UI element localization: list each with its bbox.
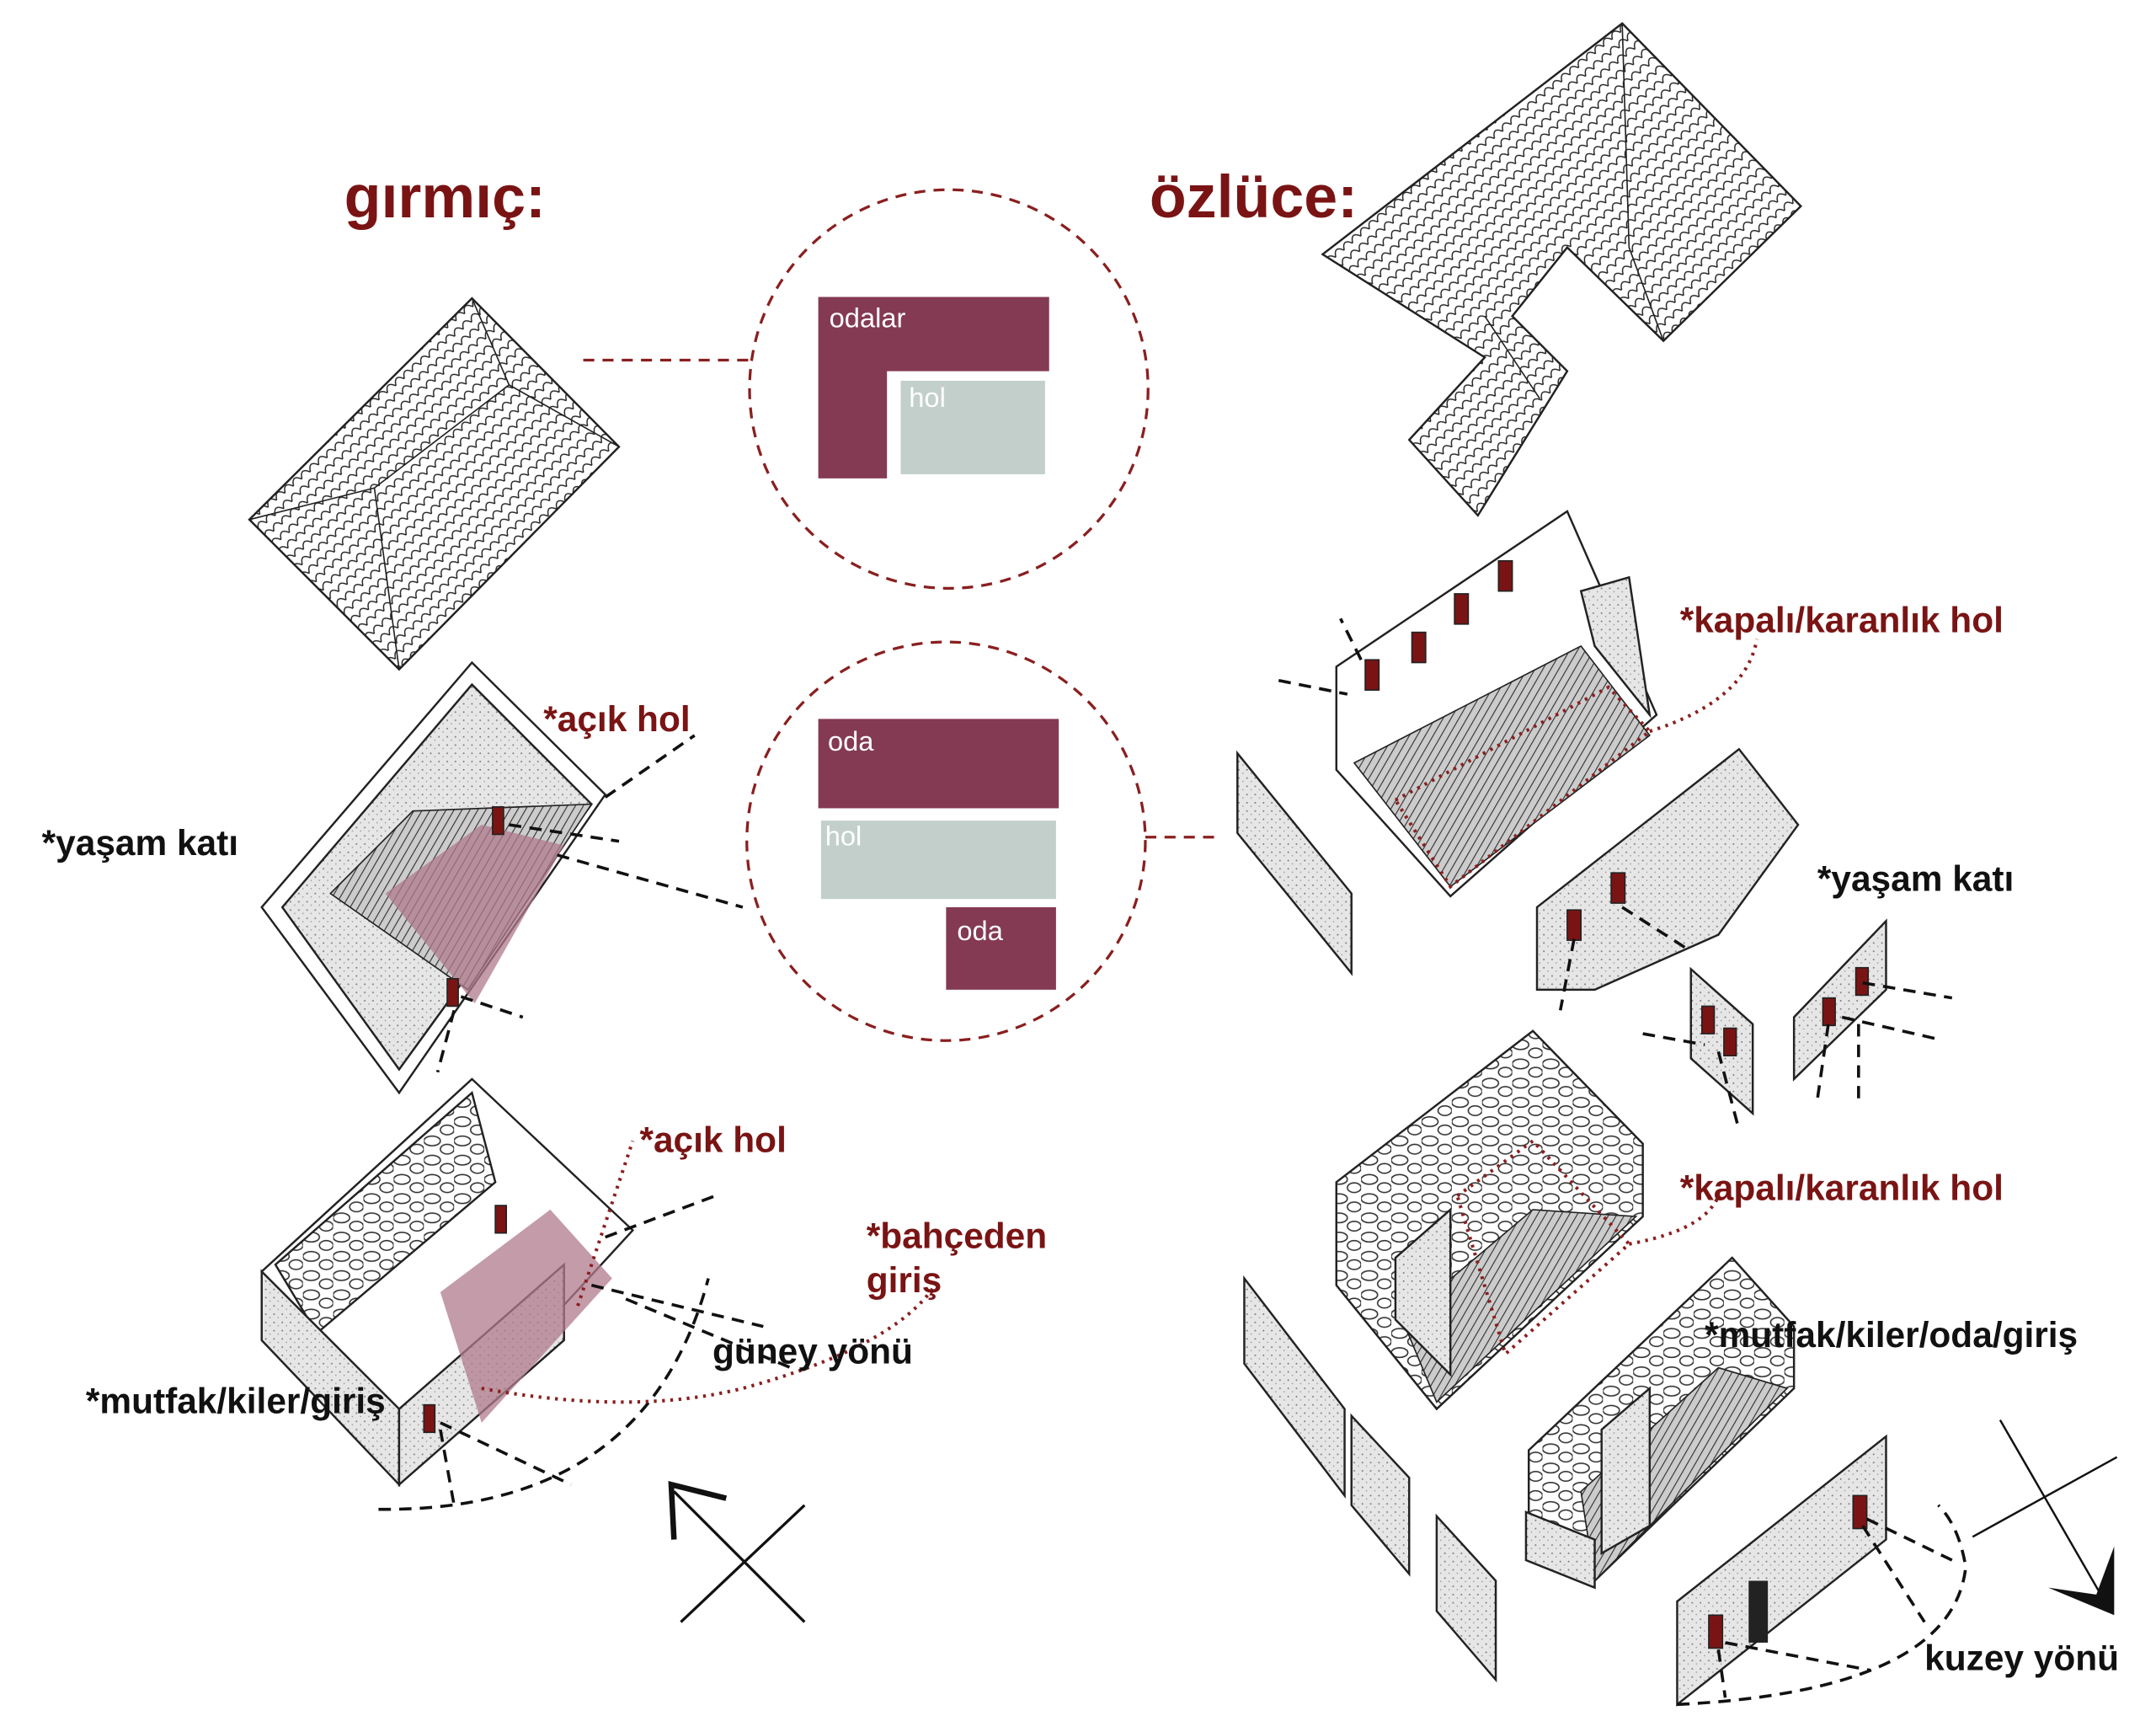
girmic-ground-floor	[260, 1077, 937, 1511]
label-open-hall-lower: *açık hol	[639, 1120, 786, 1159]
label-kitchen-floor-left: *mutfak/kiler/giriş	[86, 1381, 386, 1420]
block-label: odalar	[830, 302, 906, 333]
label-garden-entry-line1: *bahçeden	[867, 1216, 1047, 1256]
label-open-hall-upper: *açık hol	[543, 699, 690, 739]
ozluce-ground-floor	[1243, 1029, 1967, 1707]
label-living-floor-left: *yaşam katı	[42, 823, 238, 863]
south-arrow-icon	[668, 1481, 806, 1623]
label-living-floor-right: *yaşam katı	[1817, 858, 2014, 898]
block-hol	[820, 821, 1056, 900]
label-south-direction: güney yönü	[712, 1332, 913, 1371]
north-arrow-icon	[1972, 1419, 2118, 1616]
block-odalar	[818, 297, 1049, 478]
block-oda	[818, 719, 1059, 809]
ozluce-living-floor	[1236, 510, 1953, 1131]
block-label: hol	[825, 821, 862, 852]
label-closed-hall-lower: *kapalı/karanlık hol	[1680, 1168, 2004, 1208]
plan-circle-girmic	[748, 188, 1150, 591]
plan-diagram-ozluce: oda hol oda	[818, 719, 1059, 990]
block-hol	[900, 380, 1045, 474]
block-label: oda	[957, 915, 1003, 946]
girmic-roof	[248, 297, 621, 671]
label-closed-hall-upper: *kapalı/karanlık hol	[1680, 601, 2004, 640]
label-garden-entry-line2: giriş	[867, 1260, 942, 1300]
plan-circle-ozluce	[745, 640, 1147, 1042]
open-hall-highlight	[440, 1209, 612, 1423]
block-label: hol	[909, 382, 946, 413]
title-girmic: gırmıç:	[344, 163, 546, 231]
label-kitchen-floor-right: *mutfak/kiler/oda/giriş	[1705, 1315, 2078, 1355]
ozluce-roof	[1321, 22, 1803, 517]
block-oda	[946, 906, 1056, 990]
block-label: oda	[828, 725, 874, 756]
open-hall-highlight	[385, 825, 564, 1004]
girmic-living-floor	[260, 660, 744, 1095]
plan-diagram-girmic: odalar hol	[818, 297, 1049, 478]
title-ozluce: özlüce:	[1150, 163, 1358, 231]
label-north-direction: kuzey yönü	[1924, 1638, 2119, 1678]
